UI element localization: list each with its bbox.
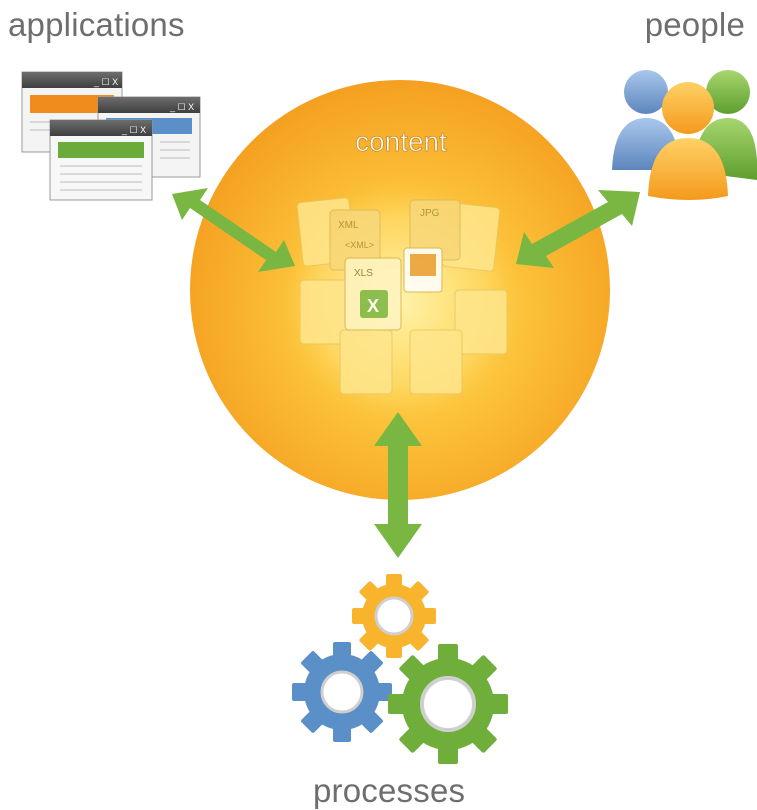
processes-label: processes [313, 772, 466, 809]
arrow-processes [374, 412, 422, 558]
jpg-badge: JPG [420, 208, 440, 219]
blue-gear-icon [292, 642, 392, 742]
yellow-gear-icon [352, 574, 436, 658]
excel-badge: X [367, 296, 379, 316]
people-label: people [644, 6, 745, 43]
gears-icon [292, 574, 508, 764]
xml-badge: XML [338, 220, 359, 231]
xls-badge: XLS [354, 268, 373, 279]
xml-tag-badge: <XML> [345, 240, 374, 250]
document-stack-icon: XML JPG XLS X <XML> [296, 197, 508, 395]
green-gear-icon [388, 644, 508, 764]
arrow-applications [172, 188, 295, 272]
application-window-icon: _ ☐ X _ ☐ X _ ☐ X [21, 71, 201, 201]
arrow-people [516, 190, 640, 268]
window-controls: _ ☐ X [93, 77, 118, 87]
window-controls: _ ☐ X [121, 125, 146, 135]
window-controls: _ ☐ X [169, 102, 194, 112]
applications-label: applications [8, 6, 185, 43]
content-label: content [355, 126, 447, 157]
people-group-icon [612, 70, 757, 200]
